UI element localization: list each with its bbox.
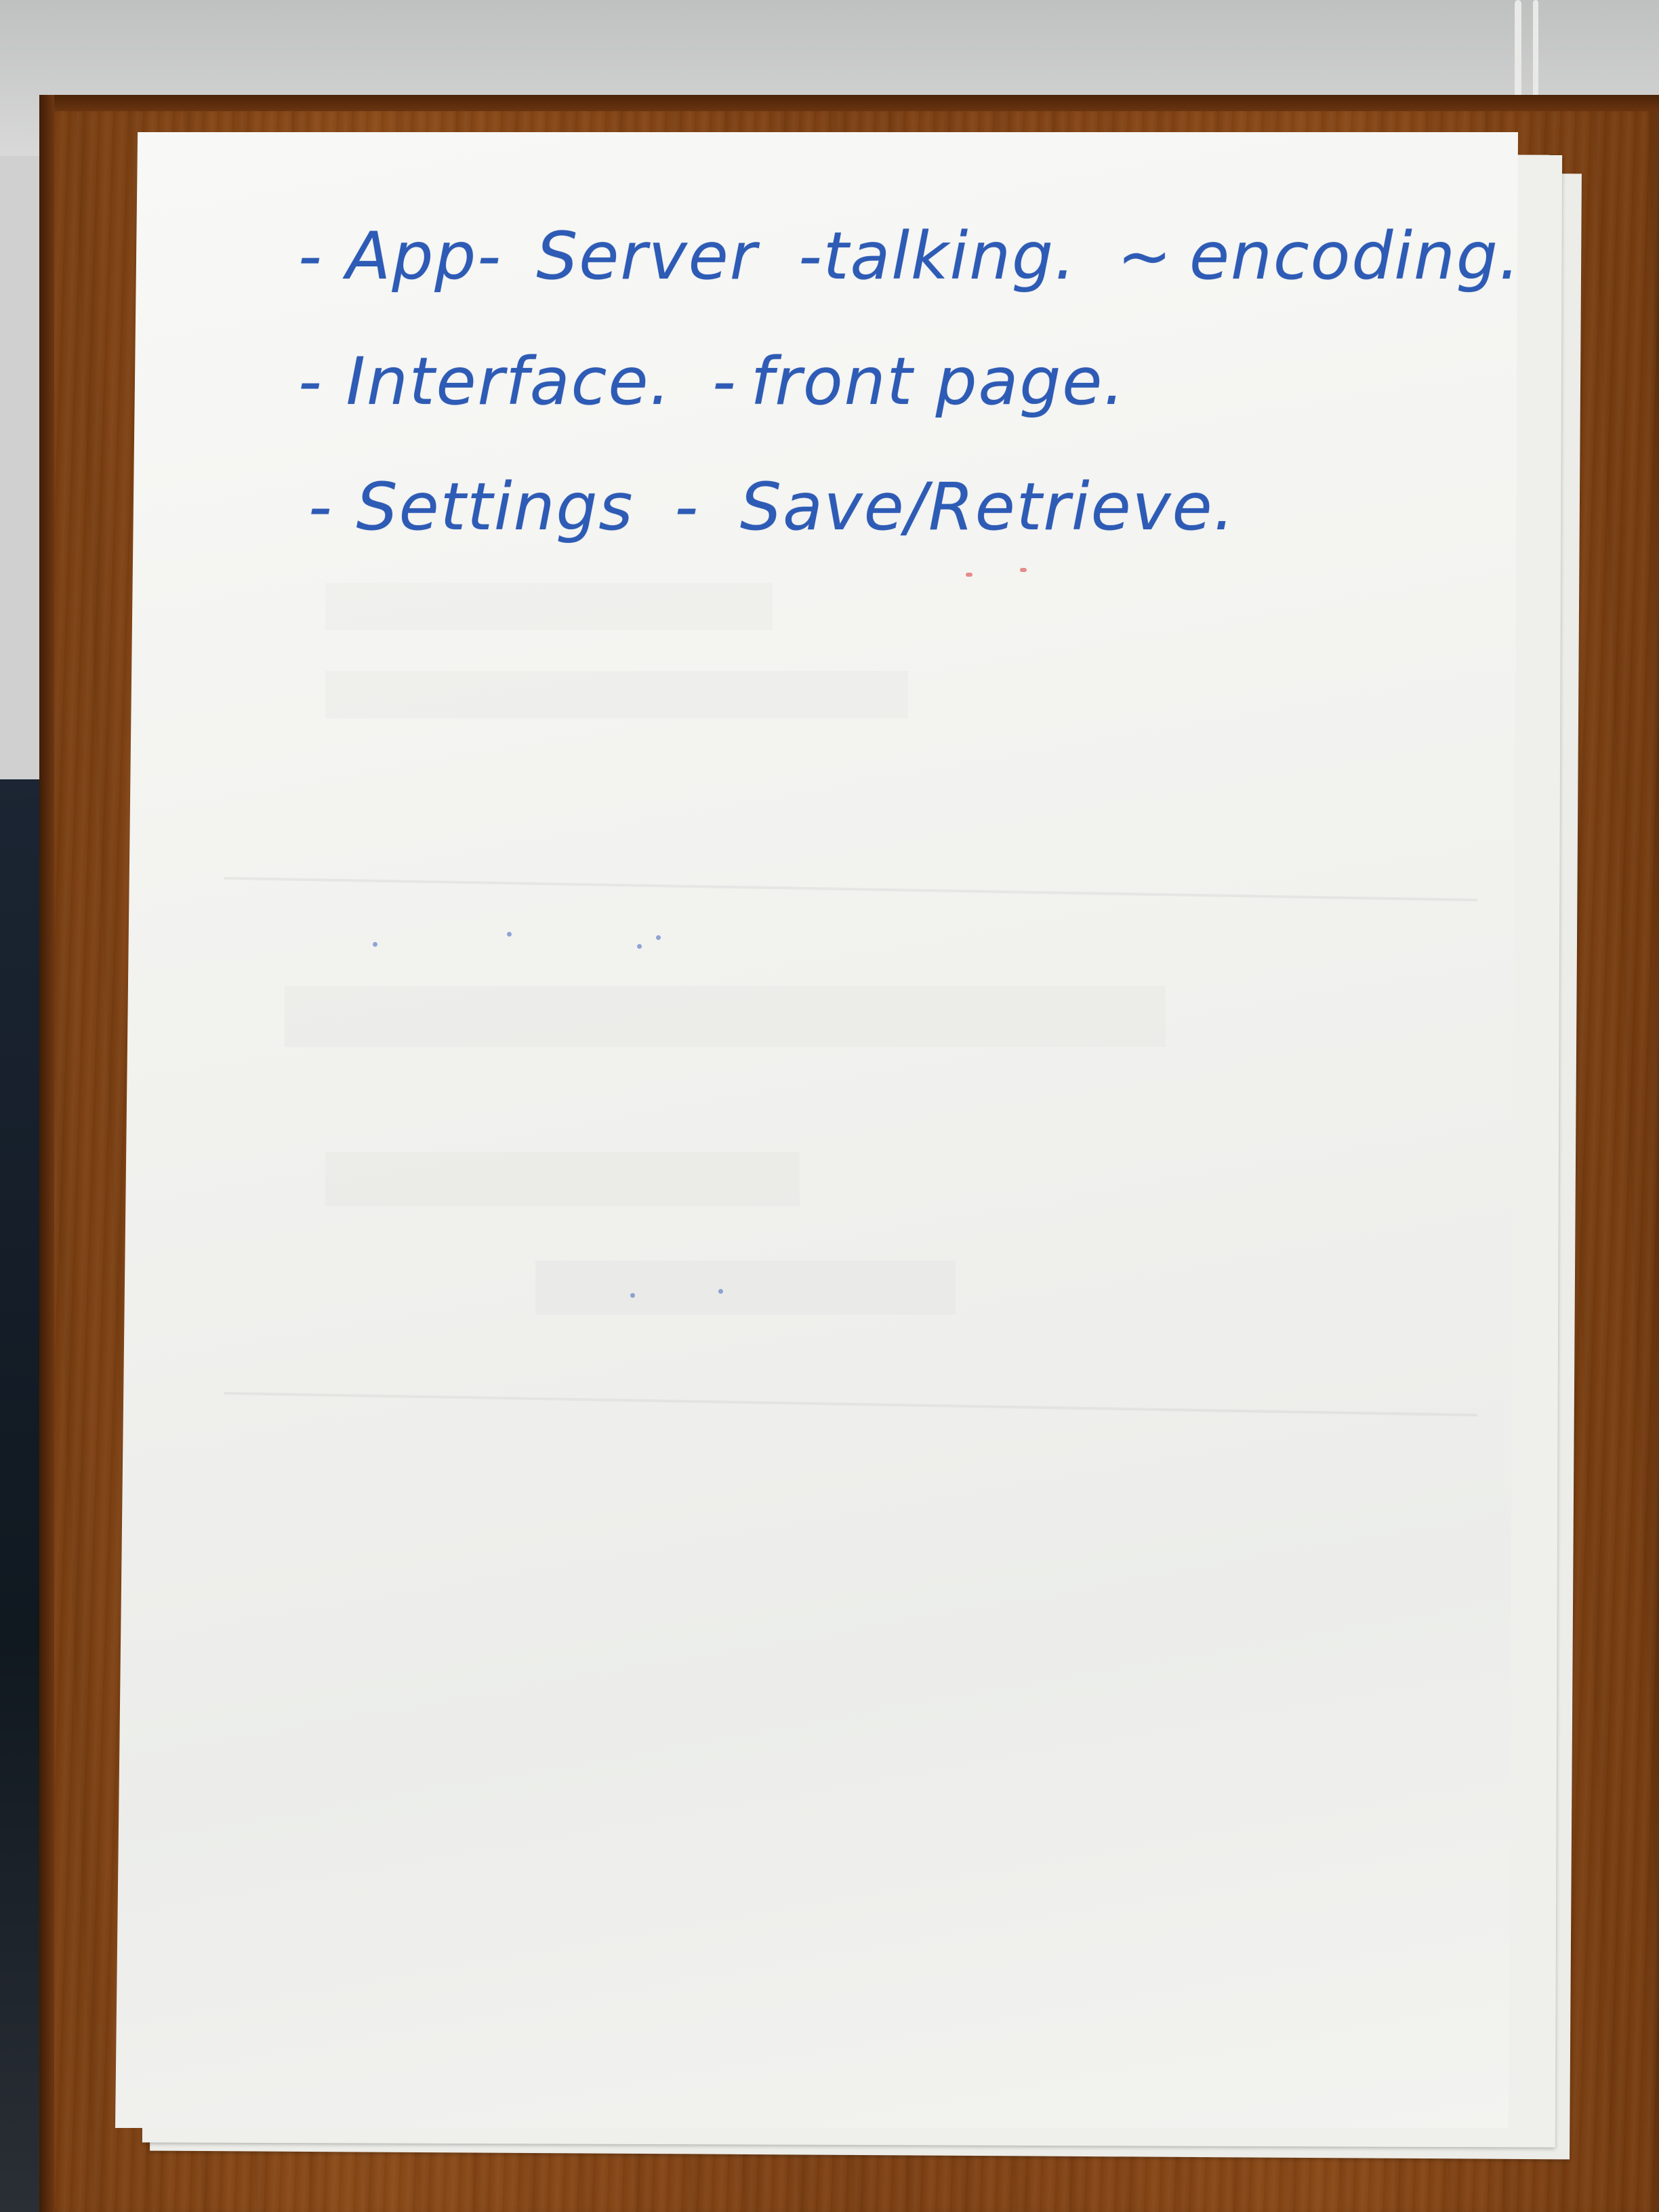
bullet-dash: -: [308, 469, 333, 545]
note-talking: talking.: [823, 218, 1077, 294]
ink-speck: [637, 944, 642, 949]
red-ink-mark: [1020, 568, 1027, 572]
ink-speck: [630, 1293, 635, 1298]
paper-sheet-top: [115, 132, 1518, 2128]
desk-edge: [39, 95, 1659, 111]
show-through-mark: [285, 986, 1166, 1047]
note-line-1: -App- Server-talking.~encoding.: [298, 224, 1521, 289]
separator-dash: -: [674, 469, 700, 545]
separator-tilde: ~: [1117, 218, 1173, 294]
cable: [1515, 0, 1521, 102]
desk-left-edge: [39, 95, 54, 2212]
show-through-mark: [325, 671, 908, 718]
note-save-retrieve: Save/Retrieve.: [740, 469, 1236, 545]
show-through-mark: [535, 1261, 956, 1315]
bullet-dash: -: [298, 344, 323, 419]
separator-dash: -: [712, 344, 737, 419]
note-line-3: -Settings-Save/Retrieve.: [308, 474, 1235, 539]
note-front-page: front page.: [750, 344, 1126, 419]
note-server: Server: [536, 218, 758, 294]
ink-speck: [507, 932, 512, 937]
note-encoding: encoding.: [1189, 218, 1521, 294]
red-ink-mark: [966, 573, 972, 577]
ink-speck: [718, 1289, 723, 1294]
note-app: App-: [346, 218, 502, 294]
note-interface: Interface.: [346, 344, 672, 419]
bullet-dash: -: [298, 218, 323, 294]
show-through-mark: [325, 583, 773, 630]
ink-speck: [373, 942, 377, 947]
cable: [1533, 0, 1538, 102]
note-settings: Settings: [356, 469, 634, 545]
separator-dash: -: [798, 218, 823, 294]
show-through-mark: [325, 1152, 800, 1206]
ink-speck: [656, 935, 661, 940]
note-line-2: -Interface.-front page.: [298, 349, 1126, 414]
